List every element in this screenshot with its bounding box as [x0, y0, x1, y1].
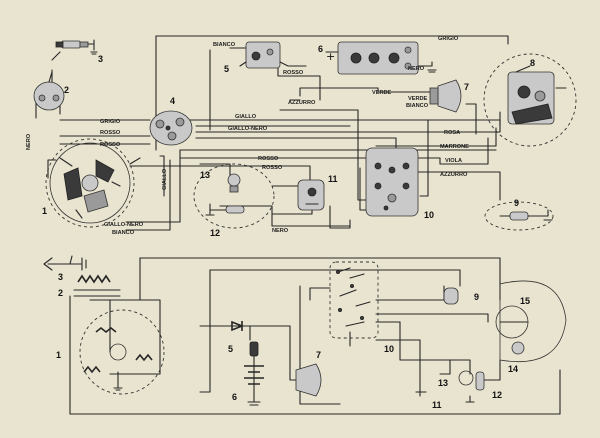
- ignition-coil-2-bottom: [73, 274, 121, 297]
- label-rosso-c: ROSSO: [258, 156, 279, 162]
- label-verde-b: VERDE: [408, 96, 428, 102]
- switch-10-bottom: [329, 261, 379, 339]
- top-number-9: 9: [514, 198, 519, 208]
- label-nero-vertical: NERO: [26, 133, 32, 150]
- label-rosso-5: ROSSO: [283, 70, 304, 76]
- bulb-12-bottom: [465, 371, 485, 403]
- bottom-number-11: 11: [432, 400, 442, 410]
- switch-11-bottom: [415, 385, 427, 397]
- tail-bulb-9: [484, 201, 554, 231]
- bottom-number-3: 3: [58, 272, 63, 282]
- label-nero-6: NERO: [408, 66, 425, 72]
- label-azzurro-b: AZZURRO: [440, 172, 468, 178]
- top-number-13: 13: [200, 170, 210, 180]
- label-grigio-top: GRIGIO: [438, 36, 459, 42]
- battery-6-bottom: [244, 365, 264, 406]
- stop-switch-11: [297, 179, 325, 211]
- top-number-10: 10: [424, 210, 434, 220]
- horn-7: [429, 79, 462, 113]
- top-number-6: 6: [318, 44, 323, 54]
- top-number-7: 7: [464, 82, 469, 92]
- top-number-2: 2: [64, 85, 69, 95]
- label-grigio-mid: GRIGIO: [100, 119, 121, 125]
- bottom-number-9: 9: [474, 292, 479, 302]
- top-wiring-diagram: BIANCO GRIGIO ROSSO NERO AZZURRO VERDE V…: [26, 35, 577, 238]
- bottom-number-5: 5: [228, 344, 233, 354]
- top-number-3: 3: [98, 54, 103, 64]
- bottom-number-10: 10: [384, 344, 394, 354]
- label-bianco-low: BIANCO: [112, 230, 135, 236]
- bottom-number-1: 1: [56, 350, 61, 360]
- headlamp-15-bottom: [495, 280, 567, 362]
- top-number-11: 11: [328, 174, 338, 184]
- headlamp-switch-8: [483, 53, 577, 147]
- label-viola: VIOLA: [445, 158, 462, 164]
- label-rosso-d: ROSSO: [262, 165, 283, 171]
- bottom-number-7: 7: [316, 350, 321, 360]
- label-giallo-mid: GIALLO: [235, 114, 257, 120]
- bottom-number-15: 15: [520, 296, 530, 306]
- top-number-5: 5: [224, 64, 229, 74]
- ignition-coil-2: [33, 71, 65, 111]
- bottom-number-14: 14: [508, 364, 518, 374]
- junction-switch-4: [149, 110, 193, 146]
- regulator-5: [239, 41, 307, 69]
- bulb-13: [193, 163, 275, 229]
- top-number-1: 1: [42, 206, 47, 216]
- bottom-number-2: 2: [58, 288, 63, 298]
- bulb-9-bottom: [443, 287, 459, 305]
- bottom-wiring-diagram: 1 2 3 5 6 7 9 10 11 12 13 14 15: [43, 255, 567, 415]
- spark-plug-3-bottom: [43, 255, 87, 271]
- label-giallo-vertical: GIALLO: [162, 168, 168, 190]
- top-number-4: 4: [170, 96, 175, 106]
- rectifier-6: [325, 41, 437, 75]
- label-rosso-a: ROSSO: [100, 130, 121, 136]
- label-rosa: ROSA: [444, 130, 460, 136]
- label-azzurro-a: AZZURRO: [288, 100, 316, 106]
- bulb-12: [205, 203, 245, 216]
- top-number-12: 12: [210, 228, 220, 238]
- bottom-number-13: 13: [438, 378, 448, 388]
- label-rosso-b: ROSSO: [100, 142, 121, 148]
- bulb-13-bottom: [458, 370, 474, 386]
- label-verde-a: VERDE: [372, 90, 392, 96]
- label-giallo-nero-low: GIALLO-NERO: [104, 222, 144, 228]
- bulb-14-bottom: [511, 341, 525, 355]
- label-bianco-b: BIANCO: [406, 103, 429, 109]
- label-marrone: MARRONE: [440, 144, 469, 150]
- flywheel-magneto-1: [45, 138, 141, 228]
- label-nero-low: NERO: [272, 228, 289, 234]
- bottom-number-12: 12: [492, 390, 502, 400]
- spark-plug-3: [55, 39, 98, 55]
- label-bianco-top: BIANCO: [213, 42, 236, 48]
- label-giallo-nero-mid: GIALLO-NERO: [228, 126, 268, 132]
- horn-7-bottom: [295, 363, 322, 397]
- diode-5-bottom: [231, 320, 259, 357]
- top-number-8: 8: [530, 58, 535, 68]
- bottom-number-6: 6: [232, 392, 237, 402]
- magneto-1-bottom: [79, 309, 165, 395]
- light-switch-10: [365, 147, 419, 217]
- plus-sign: +: [326, 50, 335, 63]
